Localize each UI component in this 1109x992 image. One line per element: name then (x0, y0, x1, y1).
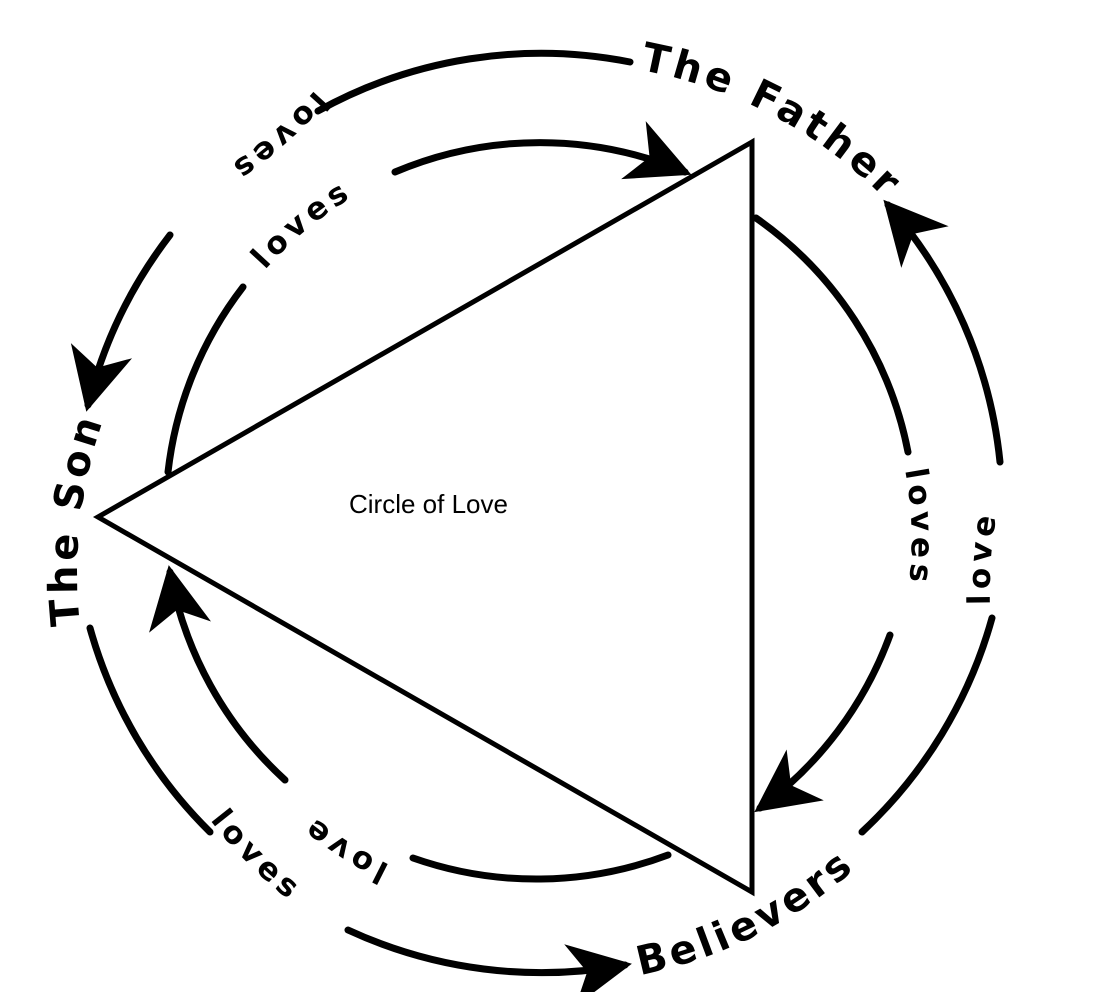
arc-son-to-father-inner-arrow (391, 121, 692, 180)
arc-believers-to-father-outer (858, 614, 996, 836)
arc-father-to-son-outer-arrow (70, 231, 174, 412)
label-son-loves-believers-outer: loves (204, 803, 310, 909)
label-son-loves-father-inner: loves (244, 172, 358, 275)
arc-son-to-believers-outer-arrow (344, 926, 632, 992)
trinity-triangle (92, 137, 755, 897)
arc-father-to-son-outer (314, 49, 634, 115)
label-father-loves-believers-inner: loves (897, 465, 940, 589)
arc-father-to-believers-inner (752, 214, 912, 456)
arc-believers-to-son-inner-arrow (149, 565, 289, 784)
arc-father-to-believers-inner-arrow (754, 631, 894, 813)
label-believers-love-father-outer: love (962, 508, 1005, 605)
diagram-title: Circle of Love (349, 489, 508, 519)
arc-believers-to-son-inner (409, 851, 672, 883)
node-label-believers: Believers (632, 840, 864, 985)
label-believers-love-son-inner: love (294, 809, 393, 890)
label-father-loves-son-outer: loves (223, 85, 336, 190)
arc-believers-to-father-outer-arrow (883, 199, 1004, 466)
arc-son-to-believers-outer (86, 624, 214, 836)
arc-son-to-father-inner (164, 283, 247, 476)
